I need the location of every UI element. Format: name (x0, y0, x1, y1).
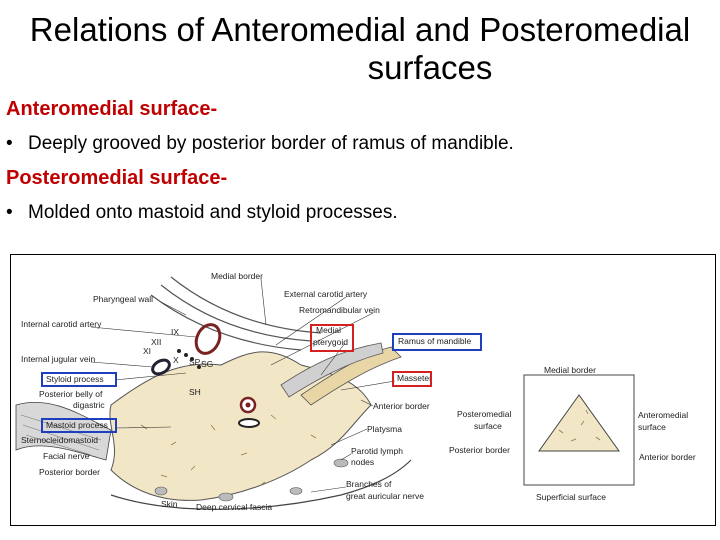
medial-pterygoid-muscle (280, 342, 384, 398)
label-deep-cervical-fascia: Deep cervical fascia (196, 502, 272, 512)
small-label-posteromedial-2: surface (474, 421, 502, 431)
label-internal-carotid-artery: Internal carotid artery (21, 319, 102, 329)
small-label-posterior-border: Posterior border (449, 445, 510, 455)
gland-texture (140, 414, 317, 486)
anteromedial-bullet-item: • Deeply grooved by posterior border of r… (6, 133, 514, 155)
pharyngeal-wall-arc (170, 276, 322, 334)
label-pharyngeal-wall: Pharyngeal wall (93, 294, 153, 304)
label-retromandibular-vein: Retromandibular vein (299, 305, 380, 315)
nerve-dot (197, 365, 201, 369)
label-posterior-border: Posterior border (39, 467, 100, 477)
label-skin: Skin (161, 499, 178, 509)
pharyngeal-wall-arc (160, 284, 312, 342)
anteromedial-point: Deeply grooved by posterior border of ra… (28, 133, 514, 154)
lymph-node (333, 458, 349, 468)
mandible-ramus-shape (300, 346, 402, 406)
external-carotid-lumen (245, 402, 251, 408)
label-branches-2: great auricular nerve (346, 491, 424, 501)
slide-title-line-2: surfaces (367, 49, 493, 86)
retromandibular-vein-shape (238, 418, 260, 428)
highlight-masseter (392, 371, 432, 387)
highlight-medial-pterygoid (310, 324, 354, 352)
diagram-frame (523, 374, 635, 486)
highlight-mastoid-process (41, 418, 117, 433)
label-masseter: Masseter (397, 373, 432, 383)
internal-carotid-artery-shape (194, 323, 222, 355)
label-sternocleidomastoid: Sternocleidomastoid (21, 435, 98, 445)
triangle-texture (558, 409, 601, 442)
anteromedial-heading: Anteromedial surface- (6, 98, 218, 120)
label-nerve-xii: XII (151, 337, 161, 347)
parotid-section-diagram: Pharyngeal wall Internal carotid artery … (15, 271, 696, 512)
nerve-dot (184, 353, 188, 357)
label-branches-1: Branches of (346, 479, 392, 489)
label-external-carotid-artery: External carotid artery (284, 289, 368, 299)
parotid-surfaces-diagram: Medial border Posteromedial surface Ante… (449, 365, 696, 502)
bullet-dot: • (6, 133, 13, 154)
lymph-node (154, 486, 168, 496)
label-nerve-ix: IX (171, 327, 179, 337)
label-mastoid-process: Mastoid process (46, 420, 108, 430)
slide-title-line-1: Relations of Anteromedial and Posteromed… (29, 11, 691, 48)
muscle-striations (20, 414, 102, 456)
label-styloid-process: Styloid process (46, 374, 104, 384)
slide-title: Relations of Anteromedial and Posteromed… (0, 10, 720, 88)
parotid-triangle (538, 394, 620, 452)
highlight-styloid-process (41, 372, 117, 387)
label-sg: SG (201, 359, 213, 369)
small-label-posteromedial-1: Posteromedial (457, 409, 511, 419)
nerve-dot (190, 357, 194, 361)
leader-lines (90, 278, 396, 493)
nerve-dot (177, 349, 181, 353)
label-sh: SH (189, 387, 201, 397)
posteromedial-point: Molded onto mastoid and styloid processe… (28, 202, 398, 223)
small-label-superficial-surface: Superficial surface (536, 492, 606, 502)
label-parotid-nodes-1: Parotid lymph (351, 446, 403, 456)
label-ramus-of-mandible: Ramus of mandible (398, 336, 472, 346)
label-posterior-belly-1: Posterior belly of (39, 389, 103, 399)
small-label-medial-border: Medial border (544, 365, 596, 375)
label-sp: SP (189, 357, 201, 367)
posteromedial-heading: Posteromedial surface- (6, 167, 228, 189)
label-nerve-xi: XI (143, 346, 151, 356)
lymph-node (218, 492, 234, 502)
internal-jugular-vein-shape (151, 358, 171, 376)
small-label-anteromedial-2: surface (638, 422, 666, 432)
posteromedial-bullet-item: • Molded onto mastoid and styloid process… (6, 202, 398, 224)
label-anterior-border: Anterior border (373, 401, 430, 411)
label-facial-nerve: Facial nerve (43, 451, 90, 461)
bullet-dot: • (6, 202, 13, 223)
label-medial-pterygoid-2: pterygoid (313, 337, 348, 347)
label-medial-pterygoid-1: Medial (316, 325, 341, 335)
lymph-node (289, 487, 303, 495)
highlight-ramus-of-mandible (392, 333, 482, 351)
label-platysma: Platysma (367, 424, 402, 434)
label-parotid-nodes-2: nodes (351, 457, 374, 467)
anatomy-figure: Pharyngeal wall Internal carotid artery … (10, 254, 716, 526)
label-internal-jugular-vein: Internal jugular vein (21, 354, 95, 364)
label-posterior-belly-2: digastric (73, 400, 105, 410)
small-label-anteromedial-1: Anteromedial (638, 410, 688, 420)
small-label-anterior-border: Anterior border (639, 452, 696, 462)
label-nerve-x: X (173, 355, 179, 365)
label-medial-border: Medial border (211, 271, 263, 281)
skin-line (110, 459, 412, 510)
